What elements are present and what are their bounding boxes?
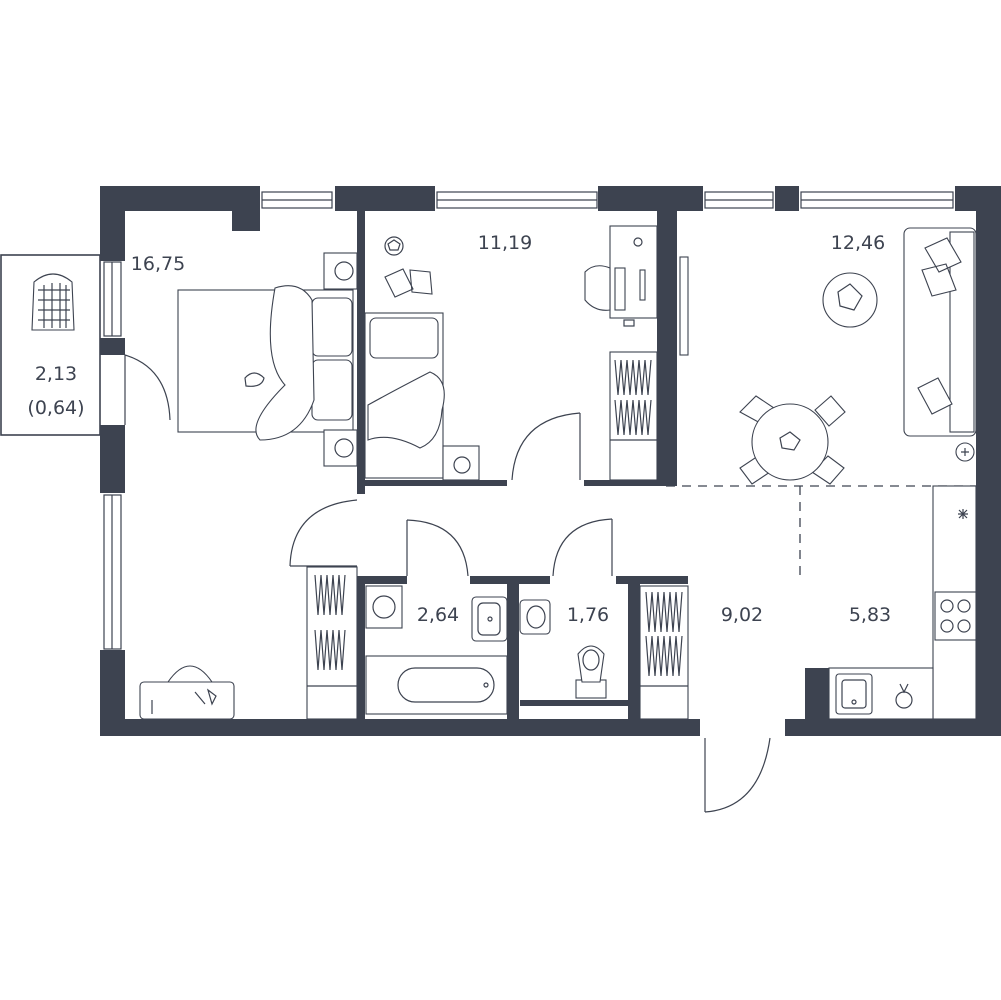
stove-icon bbox=[934, 591, 977, 641]
sofa-icon bbox=[903, 227, 977, 437]
bathroom-fixtures bbox=[365, 585, 508, 715]
living-room-furniture bbox=[679, 227, 977, 485]
washbasin-icon bbox=[471, 596, 508, 642]
toilet-icon bbox=[575, 645, 607, 699]
desk-icon bbox=[584, 225, 658, 327]
kitchen-furniture bbox=[828, 485, 977, 720]
laundry-basket-icon bbox=[31, 273, 75, 331]
bathtub-icon bbox=[365, 655, 508, 715]
floor-lamp-icon bbox=[955, 442, 975, 462]
room-area-living-room: 12,46 bbox=[831, 232, 885, 254]
room-area-toilet: 1,76 bbox=[567, 604, 609, 626]
coffee-table-icon bbox=[822, 272, 878, 328]
toilet-fixtures bbox=[519, 599, 607, 699]
wardrobe-icon bbox=[609, 351, 658, 481]
main-bedroom-furniture bbox=[139, 252, 358, 720]
washing-machine-icon bbox=[365, 585, 403, 629]
ball-icon bbox=[384, 236, 404, 256]
nightstand-icon bbox=[442, 445, 480, 481]
sink-icon bbox=[835, 673, 873, 715]
room-area-bathroom: 2,64 bbox=[417, 604, 459, 626]
double-bed-icon bbox=[177, 285, 354, 441]
walls bbox=[100, 186, 1001, 736]
windows bbox=[103, 191, 954, 650]
single-bed-icon bbox=[364, 312, 445, 479]
room-area-bedroom-small: 11,19 bbox=[478, 232, 532, 254]
nightstand-icon bbox=[323, 252, 358, 467]
doors bbox=[124, 354, 771, 813]
zone-dividers bbox=[666, 485, 976, 578]
washbasin-icon bbox=[519, 599, 551, 635]
room-area-balcony: 2,13 bbox=[35, 363, 77, 385]
wardrobe-icon bbox=[306, 566, 358, 720]
toys-icon bbox=[384, 268, 433, 298]
room-area-hallway: 9,02 bbox=[721, 604, 763, 626]
desk-icon bbox=[139, 665, 235, 720]
area-labels: 16,75 11,19 12,46 2,13 (0,64) 2,64 1,76 … bbox=[27, 232, 891, 626]
hallway-wardrobe-icon bbox=[639, 585, 689, 720]
room-area-kitchen: 5,83 bbox=[849, 604, 891, 626]
faucet-icon bbox=[895, 683, 913, 709]
dining-table-icon bbox=[739, 395, 846, 485]
room-area-balcony-coef: (0,64) bbox=[27, 397, 84, 419]
room-area-bedroom-main: 16,75 bbox=[131, 253, 185, 275]
tv-icon bbox=[679, 256, 689, 356]
small-bedroom-furniture bbox=[364, 225, 658, 481]
